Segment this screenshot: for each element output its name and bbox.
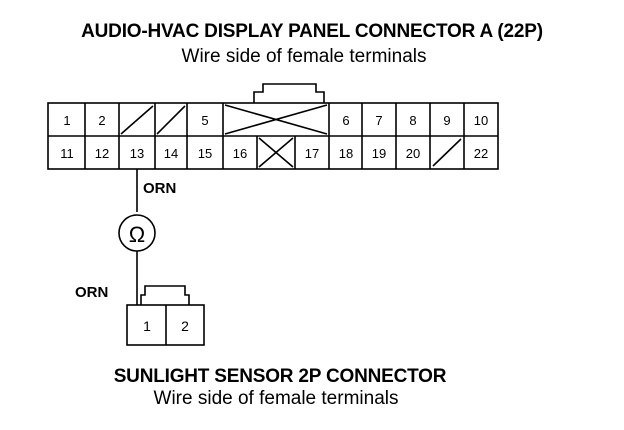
wire-color-label-upper: ORN bbox=[143, 180, 176, 197]
pin-label: 2 bbox=[98, 113, 105, 128]
sensor-pin-label: 2 bbox=[181, 318, 189, 334]
pin-label: 12 bbox=[95, 146, 109, 161]
ohm-icon: Ω bbox=[129, 222, 145, 247]
pin-label: 11 bbox=[60, 146, 74, 161]
pin-label: 18 bbox=[339, 146, 353, 161]
pin-label: 7 bbox=[375, 113, 382, 128]
pin-label: 16 bbox=[233, 146, 247, 161]
pin-label: 22 bbox=[474, 146, 488, 161]
empty-cavity-4 bbox=[156, 105, 186, 135]
empty-cavity-21 bbox=[432, 138, 462, 167]
sensor-connector-title: SUNLIGHT SENSOR 2P CONNECTOR bbox=[113, 366, 447, 387]
sensor-pin-label: 1 bbox=[143, 318, 151, 334]
pin-label: 14 bbox=[164, 146, 178, 161]
sensor-connector-subtitle: Wire side of female terminals bbox=[153, 388, 399, 409]
pin-label: 17 bbox=[305, 146, 319, 161]
empty-cavity-block-bottom bbox=[258, 137, 294, 168]
connector-a-subtitle: Wire side of female terminals bbox=[181, 46, 427, 67]
sensor-connector-latch bbox=[140, 285, 190, 305]
wire-color-label-lower: ORN bbox=[75, 284, 108, 301]
pin-label: 8 bbox=[409, 113, 416, 128]
connector-a-title: AUDIO-HVAC DISPLAY PANEL CONNECTOR A (22… bbox=[81, 21, 543, 42]
pin-label: 19 bbox=[372, 146, 386, 161]
empty-cavity-block-top bbox=[224, 104, 328, 135]
pin-label: 10 bbox=[474, 113, 488, 128]
pin-label: 20 bbox=[406, 146, 420, 161]
pin-label: 9 bbox=[443, 113, 450, 128]
pin-label: 15 bbox=[198, 146, 212, 161]
empty-cavity-3 bbox=[120, 105, 154, 135]
pin-label: 6 bbox=[342, 113, 349, 128]
pin-label: 1 bbox=[63, 113, 70, 128]
pin-label: 13 bbox=[130, 146, 144, 161]
pin-label: 5 bbox=[201, 113, 208, 128]
connector-a-latch bbox=[253, 83, 325, 103]
